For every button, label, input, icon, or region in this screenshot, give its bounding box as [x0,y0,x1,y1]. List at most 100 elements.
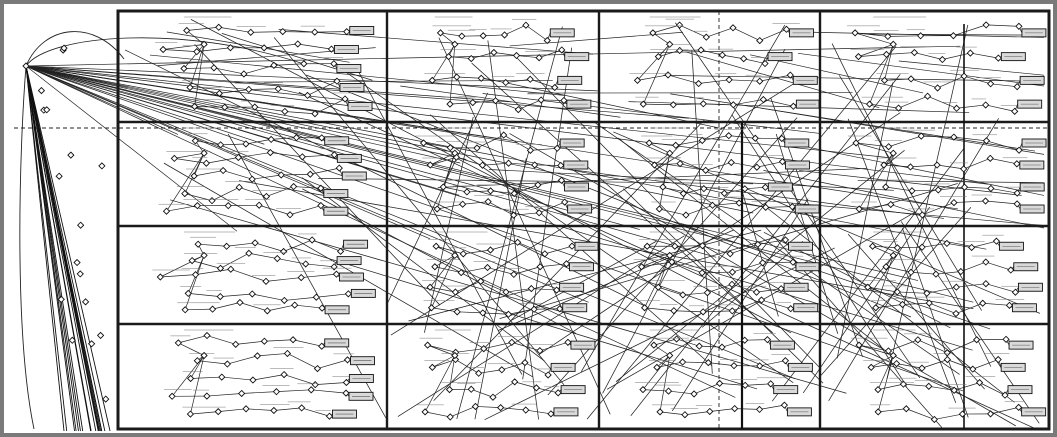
root-fan-line [25,65,959,210]
tree-branch-line [637,74,669,81]
diamond-node-icon [889,251,897,260]
diamond-node-icon [666,251,674,260]
tree-branch-line [956,104,986,109]
diamond-node-icon [446,100,454,108]
diamond-node-icon [486,246,495,254]
tree-branch-line [960,261,986,272]
crossing-connector-line [149,54,565,96]
diamond-node-icon [530,305,538,313]
crossing-connector-line [680,223,991,330]
diamond-node-icon [274,85,282,93]
root-fan-line [25,65,106,432]
diamond-node-icon [908,187,916,195]
tree-branch-line [744,339,768,341]
diamond-node-icon [318,134,326,142]
tree-branch-line [487,267,514,275]
diamond-node-icon [756,36,764,45]
root-arc-line [19,65,35,430]
crossing-connector-line [163,162,533,377]
diamond-node-icon [432,242,440,250]
tree-branch-line [644,255,671,308]
crossing-connector-line [831,43,992,367]
diamond-node-icon [679,291,687,299]
diamond-node-icon [639,100,647,108]
tree-branch-line [301,273,337,278]
tree-branch-line [647,245,670,256]
tree-branch-line [910,271,936,275]
tree-branch-line [456,76,482,79]
tree-branch-line [206,393,242,397]
diamond-node-icon [216,292,224,301]
diamond-node-icon [467,54,475,63]
diamond-node-icon [952,104,961,112]
diamond-node-icon [219,166,227,175]
tree-branch-line [307,80,338,96]
crossing-connector-line [675,22,921,379]
diamond-node-icon [478,161,487,169]
diamond-node-icon [1005,301,1014,309]
crossing-connector-line [273,37,565,386]
diamond-node-icon [181,189,189,198]
crossing-connector-line [580,24,786,372]
tree-branch-line [642,44,671,105]
tree-branch-line [884,44,894,81]
tree-branch-line [855,32,888,37]
diamond-node-icon [496,403,505,412]
root-fan-line [25,65,919,281]
tree-branch-line [867,286,898,293]
tree-branch-line [294,304,323,309]
tree-branch-line [888,339,918,352]
crossing-connector-line [471,62,774,334]
diamond-node-icon [262,277,270,285]
diamond-node-icon [249,376,257,384]
crossing-connector-line [166,31,350,63]
diamond-node-icon [930,415,938,424]
diamond-node-icon [22,62,30,70]
diamond-node-icon [67,151,75,159]
diamond-node-icon [428,363,436,372]
diamond-node-icon [671,242,679,250]
tree-branch-line [898,95,928,109]
tree-branch-line [659,355,671,412]
diamond-node-icon [504,159,513,167]
diamond-node-icon [868,242,877,250]
tree-branch-line [679,163,706,171]
tree-branch-line [985,104,1015,112]
tree-branch-line [430,156,457,166]
diamond-node-icon [537,96,545,104]
tree-branch-line [195,268,231,275]
diamond-node-icon [190,102,199,111]
crossing-connector-line [763,170,1045,229]
tree-branch-line [682,292,708,296]
tree-branch-line [979,382,1006,396]
tree-branch-line [206,157,239,164]
diamond-node-icon [270,61,278,69]
diamond-node-icon [882,50,891,59]
diamond-node-icon [194,240,202,248]
diamond-node-icon [923,92,932,100]
crossing-connector-line [613,131,1041,314]
diamond-node-icon [763,336,772,344]
diamond-node-icon [934,186,942,194]
diamond-node-icon [224,202,232,210]
tree-branch-line [702,135,729,141]
tree-branch-line [652,24,680,34]
tree-branch-line [461,267,488,273]
root-fan-line [25,65,68,432]
diamond-node-icon [318,342,326,350]
tree-branch-line [872,245,898,249]
diamond-node-icon [451,40,459,48]
diamond-node-icon [943,349,951,357]
diamond-node-icon [277,171,285,179]
diamond-node-icon [864,283,872,291]
diamond-node-icon [788,203,796,211]
diamond-node-icon [778,158,787,166]
diamond-node-icon [898,300,907,309]
diamond-node-icon [943,239,951,248]
tree-branch-line [540,263,567,268]
tree-branch-line [761,299,791,310]
tree-branch-line [884,78,912,81]
diamond-node-icon [510,211,518,219]
tree-branch-line [213,67,244,75]
crossing-connector-line [484,247,835,421]
